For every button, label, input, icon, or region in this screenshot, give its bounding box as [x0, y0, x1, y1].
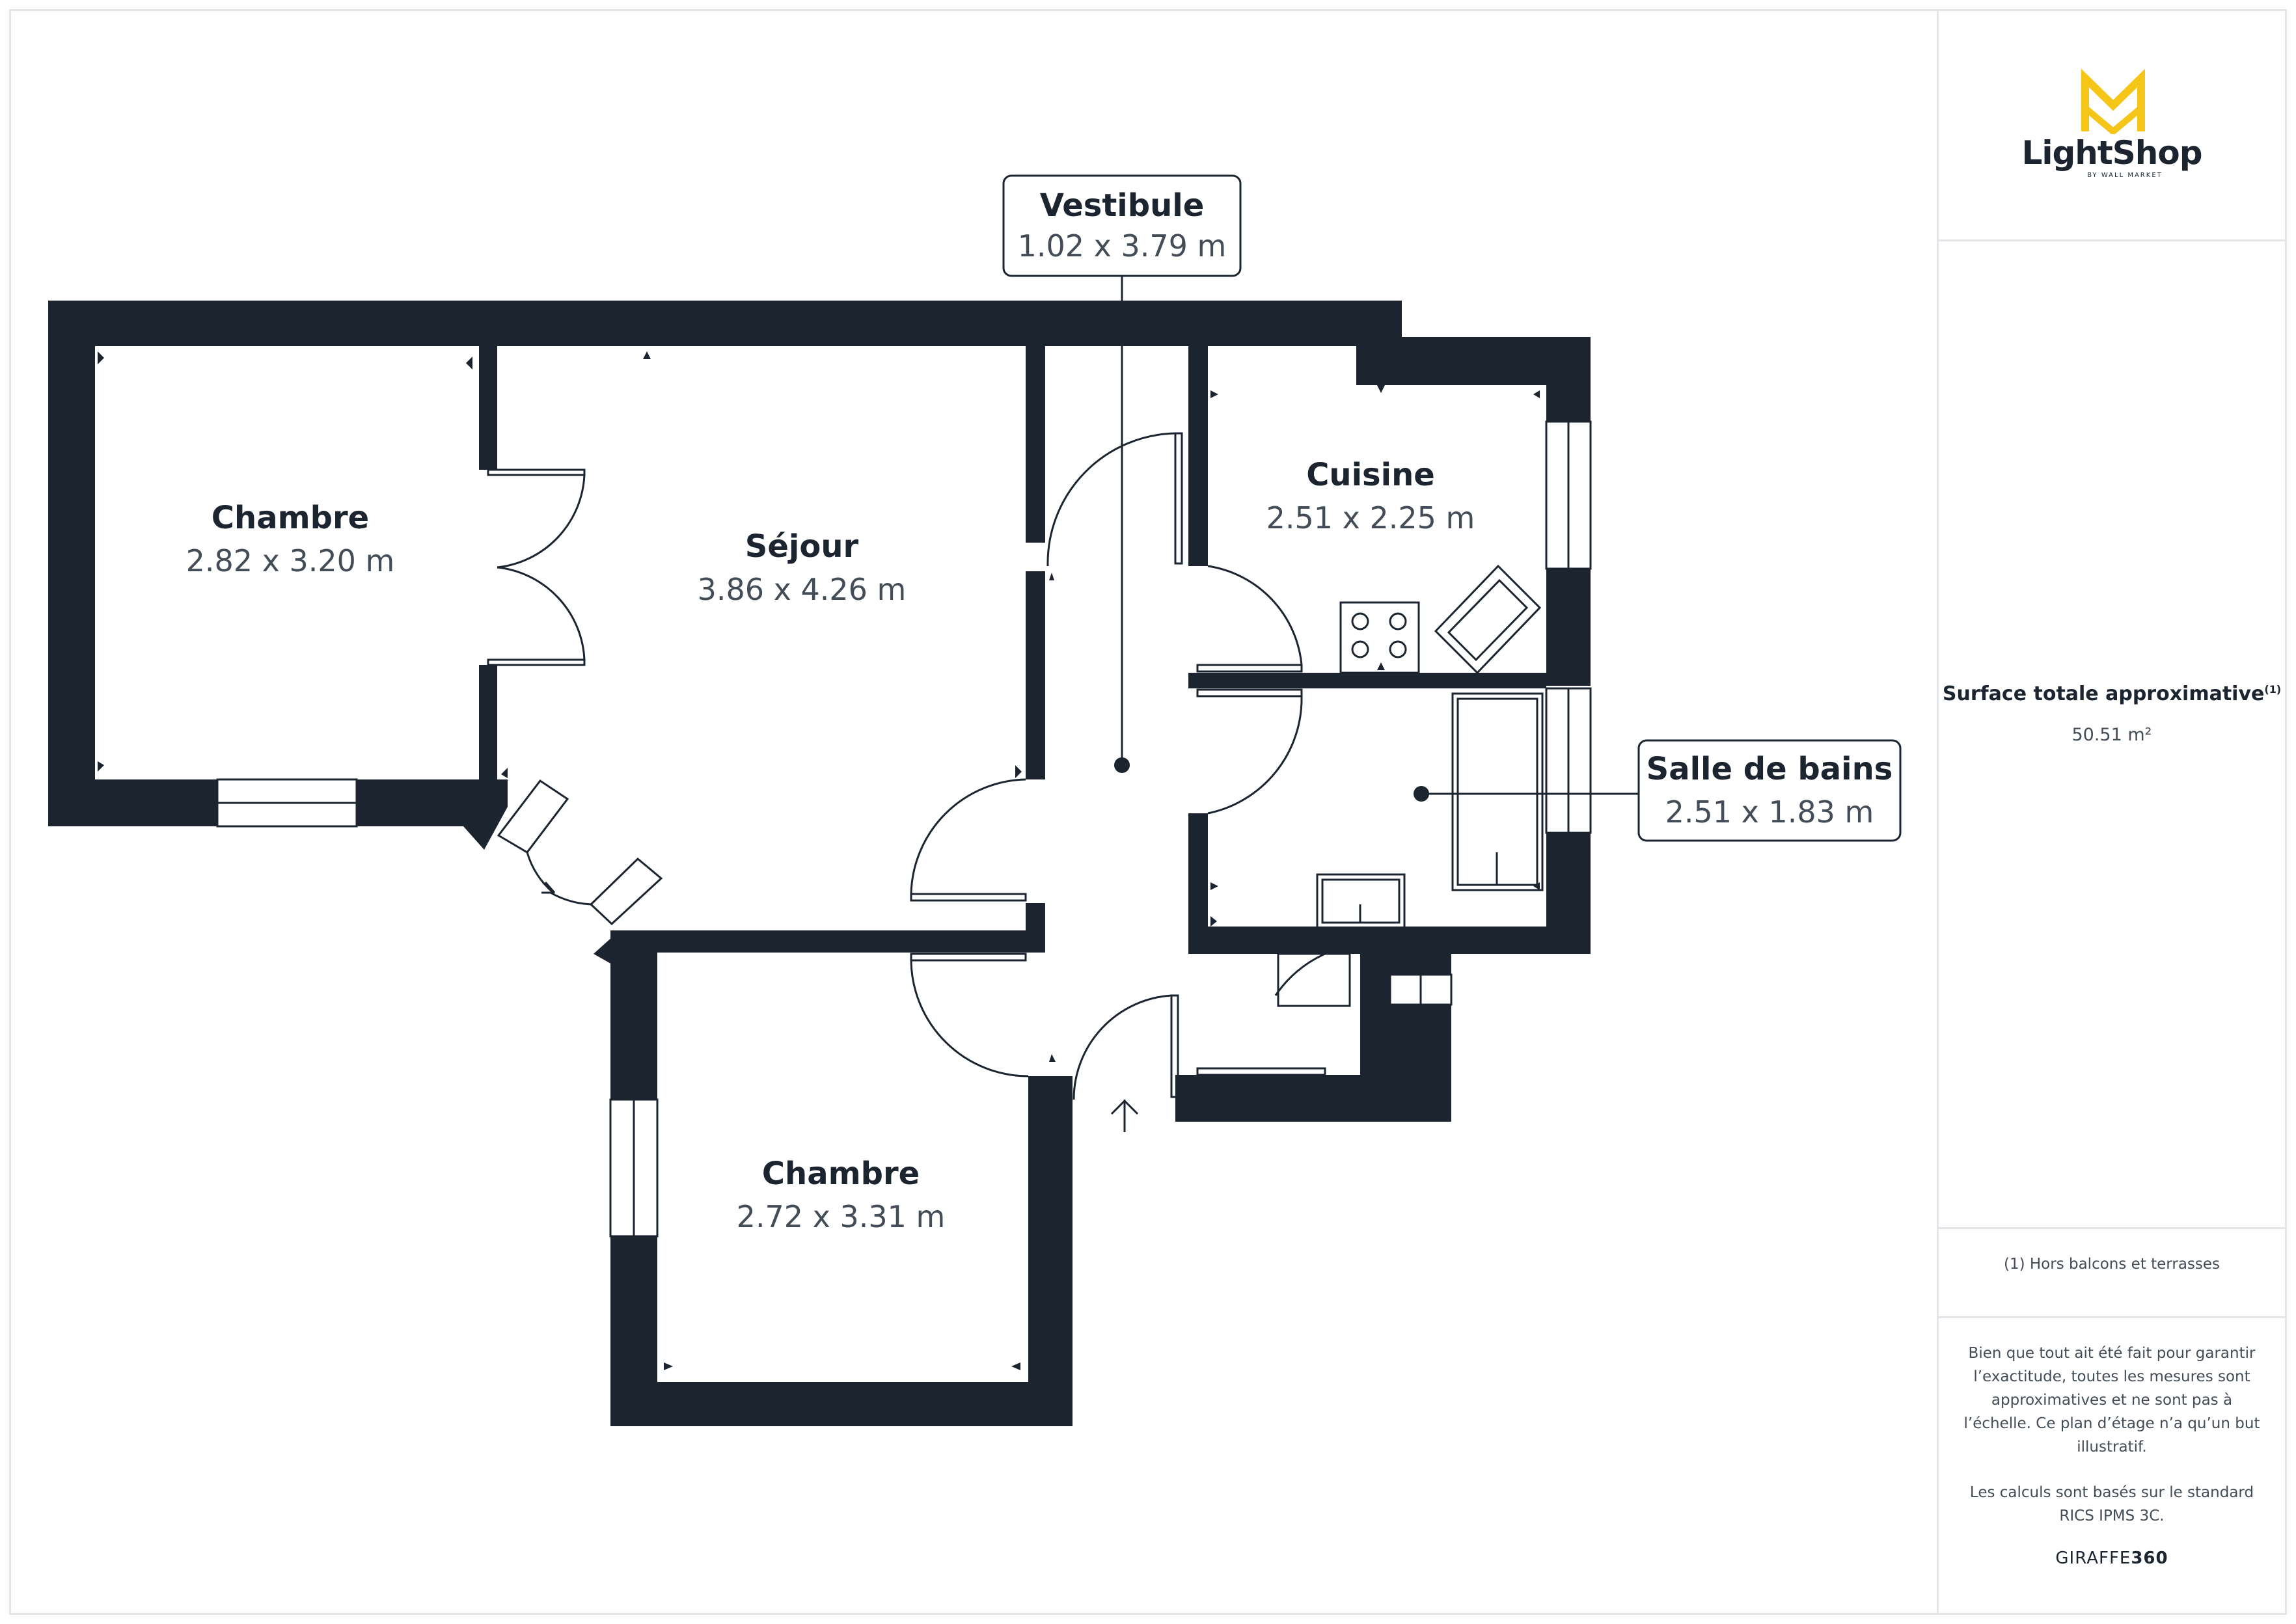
- sdb-callout-box: [1637, 739, 1902, 842]
- dimension-ticks: [98, 351, 1540, 1370]
- lightshop-logo-icon: [2081, 69, 2145, 134]
- logo-section: [1937, 9, 2287, 241]
- floor-plan: Chambre 2.82 x 3.20 m Séjour 3.86 x 4.26…: [48, 174, 1902, 1426]
- surface-title-footnote: (1): [2264, 683, 2282, 696]
- fixtures: [1316, 564, 1544, 929]
- room-name-sdb: Salle de bains: [1647, 751, 1893, 787]
- room-dims-chambre1: 2.82 x 3.20 m: [186, 543, 395, 578]
- sdb-anchor-dot: [1414, 786, 1429, 802]
- note-section: [1937, 1229, 2287, 1318]
- room-dims-vestibule: 1.02 x 3.79 m: [1018, 228, 1227, 264]
- vestibule-anchor-dot: [1114, 757, 1130, 773]
- walls: [48, 301, 1591, 1426]
- page-frame: [9, 9, 2287, 1615]
- windows: [216, 420, 1592, 1238]
- info-sidebar: LightShop BY WALL MARKET Surface totale …: [1937, 9, 2287, 1615]
- brand-tagline: BY WALL MARKET: [2087, 172, 2163, 179]
- sidebar-divider: [1937, 9, 1939, 1615]
- doors: [487, 432, 1351, 1132]
- room-dims-sejour: 3.86 x 4.26 m: [698, 572, 907, 607]
- brand-part-b: 360: [2131, 1549, 2168, 1568]
- calculation-note: Les calculs sont basés sur le standard R…: [1969, 1484, 2254, 1524]
- brand-logo: LightShop BY WALL MARKET: [1937, 9, 2287, 240]
- surface-section: [1937, 241, 2287, 1229]
- room-name-chambre1: Chambre: [212, 500, 369, 536]
- room-dims-sdb: 2.51 x 1.83 m: [1665, 794, 1874, 830]
- disclaimer-text: Bien que tout ait été fait pour garantir…: [1963, 1345, 2260, 1455]
- callout-leaders: [1121, 276, 1639, 795]
- footnote: (1) Hors balcons et terrasses: [2003, 1256, 2221, 1273]
- vestibule-callout-box: [1002, 174, 1242, 277]
- room-dims-chambre2: 2.72 x 3.31 m: [737, 1199, 946, 1234]
- giraffe360-brand: GIRAFFE360: [1937, 1549, 2287, 1568]
- brand-part-a: GIRAFFE: [2055, 1549, 2131, 1568]
- room-name-chambre2: Chambre: [762, 1156, 920, 1192]
- room-name-cuisine: Cuisine: [1306, 457, 1435, 493]
- room-dims-cuisine: 2.51 x 2.25 m: [1266, 500, 1475, 535]
- surface-value: 50.51 m²: [2071, 725, 2152, 745]
- room-name-sejour: Séjour: [745, 528, 859, 565]
- room-name-vestibule: Vestibule: [1040, 187, 1205, 224]
- surface-title-text: Surface totale approximative: [1942, 683, 2265, 705]
- brand-name: LightShop: [2021, 134, 2202, 172]
- surface-title: Surface totale approximative(1): [1937, 683, 2287, 705]
